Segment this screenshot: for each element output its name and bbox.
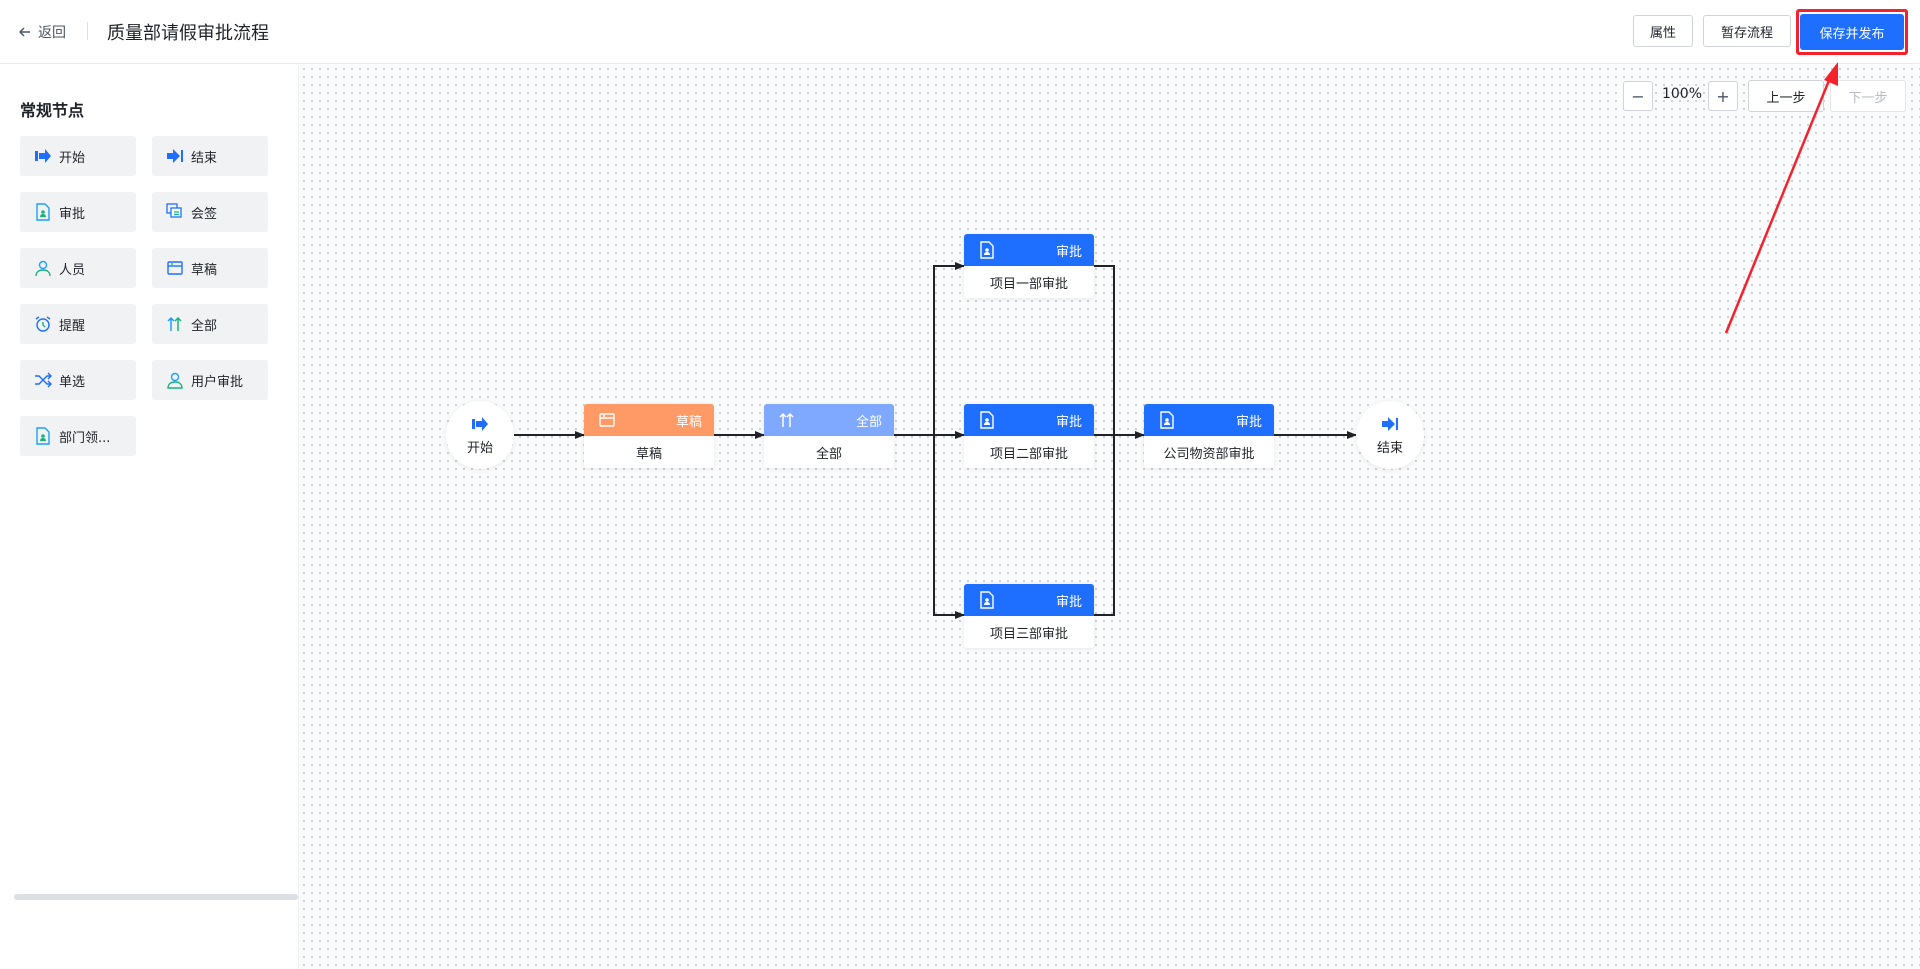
flow-node-dept1[interactable]: 审批 项目一部审批: [964, 234, 1094, 298]
palette-item-label: 单选: [59, 374, 86, 390]
start-node-label: 开始: [466, 440, 493, 456]
node-name: 项目二部审批: [989, 446, 1068, 462]
approval-doc-icon: [980, 411, 994, 429]
draft-window-icon: [599, 413, 615, 427]
palette-item[interactable]: 审批: [20, 192, 136, 232]
shuffle-icon: [35, 372, 52, 388]
approval-doc-icon: [36, 203, 50, 221]
node-type-label: 审批: [1055, 244, 1082, 260]
countersign-icon: [166, 203, 182, 218]
node-header: 审批: [1144, 404, 1274, 436]
palette-item-label: 人员: [59, 262, 86, 278]
back-button[interactable]: 返回: [18, 22, 66, 42]
node-type-label: 全部: [855, 414, 882, 430]
flow-start-node[interactable]: 开始: [446, 401, 514, 469]
flow-node-dept3[interactable]: 审批 项目三部审批: [964, 584, 1094, 648]
properties-button[interactable]: 属性: [1633, 15, 1693, 47]
zoom-level: 100%: [1661, 86, 1703, 102]
end-arrow-icon: [167, 149, 183, 163]
palette-item-label: 提醒: [59, 318, 86, 334]
palette-item[interactable]: 单选: [20, 360, 136, 400]
arrow-left-icon: [19, 27, 30, 37]
node-type-label: 审批: [1055, 594, 1082, 610]
back-label: 返回: [38, 25, 66, 41]
zoom-out-button[interactable]: −: [1623, 81, 1653, 111]
palette-item[interactable]: 草稿: [152, 248, 268, 288]
palette-item-label: 开始: [59, 150, 86, 166]
end-node-label: 结束: [1376, 440, 1403, 456]
palette-section-title: 常规节点: [20, 101, 85, 120]
palette-item[interactable]: 结束: [152, 136, 268, 176]
undo-button[interactable]: 上一步: [1748, 80, 1824, 112]
palette-item-label: 结束: [191, 150, 218, 166]
top-header: 返回 质量部请假审批流程 属性 暂存流程 保存并发布: [0, 0, 1920, 64]
node-type-label: 审批: [1235, 414, 1262, 430]
alarm-clock-icon: [35, 316, 51, 332]
node-name: 草稿: [635, 446, 662, 462]
node-header: 全部: [764, 404, 894, 436]
start-arrow-icon: [472, 416, 488, 431]
publish-highlight-box: [1796, 9, 1908, 55]
save-draft-button[interactable]: 暂存流程: [1703, 15, 1791, 47]
node-name: 公司物资部审批: [1163, 446, 1255, 462]
palette-item[interactable]: 部门领...: [20, 416, 136, 456]
approval-doc-icon: [980, 591, 994, 609]
palette-item-label: 草稿: [191, 262, 218, 278]
redo-button[interactable]: 下一步: [1830, 80, 1906, 112]
header-divider: [87, 22, 88, 40]
flow-node-draft[interactable]: 草稿 草稿: [584, 404, 714, 468]
node-header: 草稿: [584, 404, 714, 436]
flow-canvas[interactable]: [300, 65, 1920, 969]
save-and-publish-button[interactable]: 保存并发布: [1800, 14, 1904, 50]
palette-item-label: 用户审批: [191, 374, 244, 390]
dept-leader-doc-icon: [36, 427, 50, 445]
approval-doc-icon: [1160, 411, 1174, 429]
palette-item[interactable]: 提醒: [20, 304, 136, 344]
palette-item-label: 会签: [191, 206, 218, 222]
flow-node-materials[interactable]: 审批 公司物资部审批: [1144, 404, 1274, 468]
sidebar-horizontal-scrollbar[interactable]: [14, 894, 298, 900]
palette-item-label: 全部: [191, 318, 218, 334]
palette-item-label: 部门领...: [59, 430, 111, 446]
palette-item[interactable]: 人员: [20, 248, 136, 288]
end-arrow-icon: [1382, 416, 1398, 431]
start-arrow-icon: [35, 149, 51, 163]
flow-node-dept2[interactable]: 审批 项目二部审批: [964, 404, 1094, 468]
flow-node-all[interactable]: 全部 全部: [764, 404, 894, 468]
palette-item-label: 审批: [59, 206, 86, 222]
palette-item[interactable]: 全部: [152, 304, 268, 344]
parallel-arrows-icon: [779, 412, 794, 427]
node-name: 项目三部审批: [989, 626, 1068, 642]
page-title: 质量部请假审批流程: [107, 23, 269, 44]
node-header: 审批: [964, 584, 1094, 616]
parallel-arrows-icon: [167, 316, 182, 331]
approval-doc-icon: [980, 241, 994, 259]
flow-end-node[interactable]: 结束: [1356, 401, 1424, 469]
palette-item[interactable]: 开始: [20, 136, 136, 176]
node-type-label: 草稿: [675, 414, 702, 430]
node-type-label: 审批: [1055, 414, 1082, 430]
person-icon: [35, 260, 51, 277]
user-approval-icon: [167, 372, 183, 389]
node-name: 项目一部审批: [989, 276, 1068, 292]
draft-window-icon: [167, 261, 183, 275]
zoom-in-button[interactable]: +: [1708, 81, 1738, 111]
palette-item[interactable]: 会签: [152, 192, 268, 232]
node-header: 审批: [964, 404, 1094, 436]
node-header: 审批: [964, 234, 1094, 266]
palette-item[interactable]: 用户审批: [152, 360, 268, 400]
node-name: 全部: [815, 446, 842, 462]
